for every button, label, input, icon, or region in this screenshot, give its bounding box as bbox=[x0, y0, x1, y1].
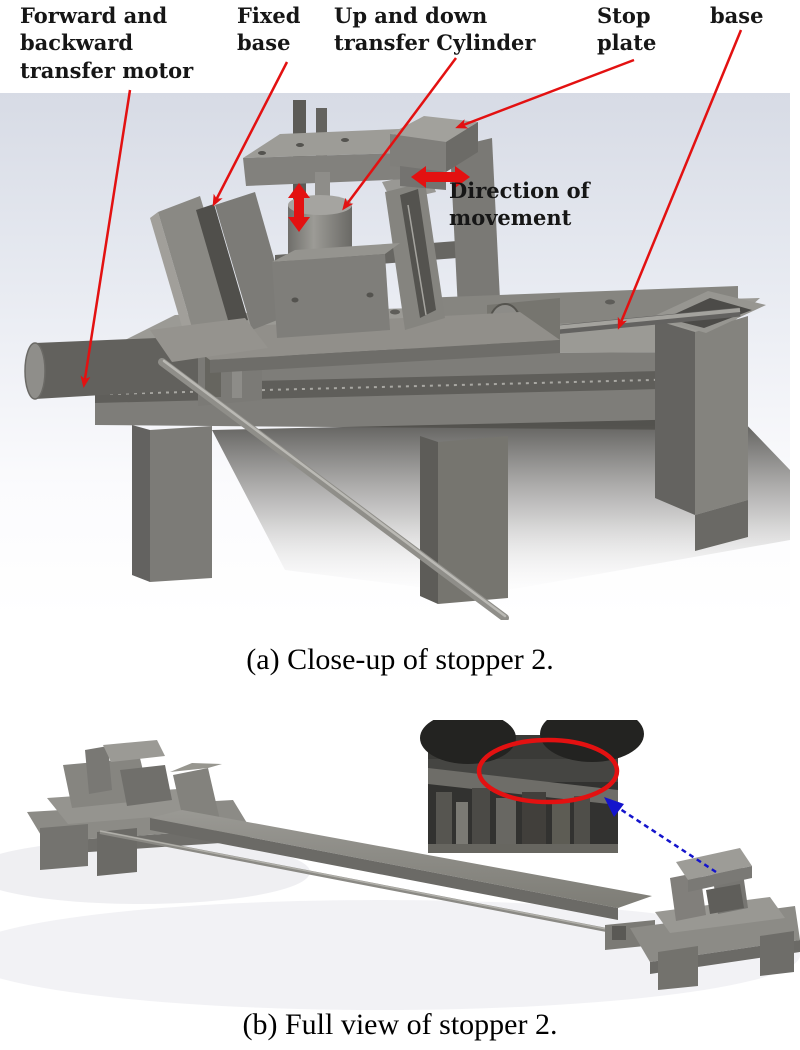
leader-cylinder bbox=[342, 57, 458, 211]
leader-base bbox=[617, 29, 743, 330]
left-assembly bbox=[27, 740, 250, 876]
detail-circle bbox=[476, 737, 620, 805]
right-assembly bbox=[605, 848, 800, 990]
leader-fixed-base bbox=[212, 61, 289, 207]
annotation-leaders bbox=[80, 29, 743, 388]
caption-panel-b: (b) Full view of stopper 2. bbox=[242, 1008, 558, 1041]
transfer-rail bbox=[150, 810, 652, 920]
leader-motor bbox=[80, 89, 132, 388]
transfer-rod bbox=[158, 358, 509, 620]
caption-panel-a: (a) Close-up of stopper 2. bbox=[246, 643, 554, 676]
double-arrow-vertical-icon bbox=[288, 183, 310, 232]
transfer-rod-full bbox=[99, 830, 649, 940]
cad-view-full-render bbox=[0, 720, 800, 1010]
right-box-column bbox=[652, 291, 766, 551]
callout-arrow-blue bbox=[604, 797, 717, 874]
cad-view-closeup bbox=[0, 29, 790, 620]
double-arrow-horizontal-icon bbox=[411, 166, 470, 188]
callout-arrowhead-icon bbox=[604, 797, 624, 817]
inset-detail bbox=[420, 720, 644, 853]
stopper-mechanism bbox=[150, 116, 560, 373]
leader-stop-plate bbox=[455, 58, 635, 129]
